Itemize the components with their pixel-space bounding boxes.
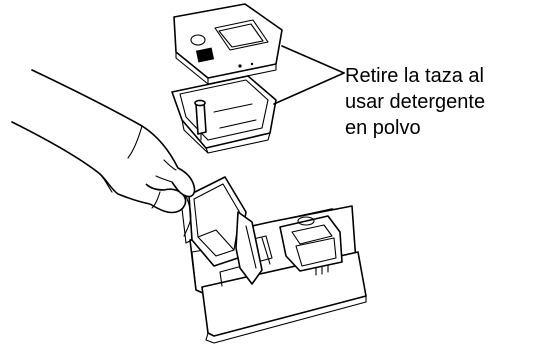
callout-line-1: Retire la taza al [345,63,535,89]
detergent-cup-lid [174,4,282,84]
hand [12,70,195,236]
callout-line-3: en polvo [345,115,535,141]
detergent-cup [172,76,276,153]
callout-line-2: usar detergente [345,89,535,115]
callout-text: Retire la taza al usar detergente en pol… [345,63,535,141]
callout-leader-lines [274,46,344,104]
